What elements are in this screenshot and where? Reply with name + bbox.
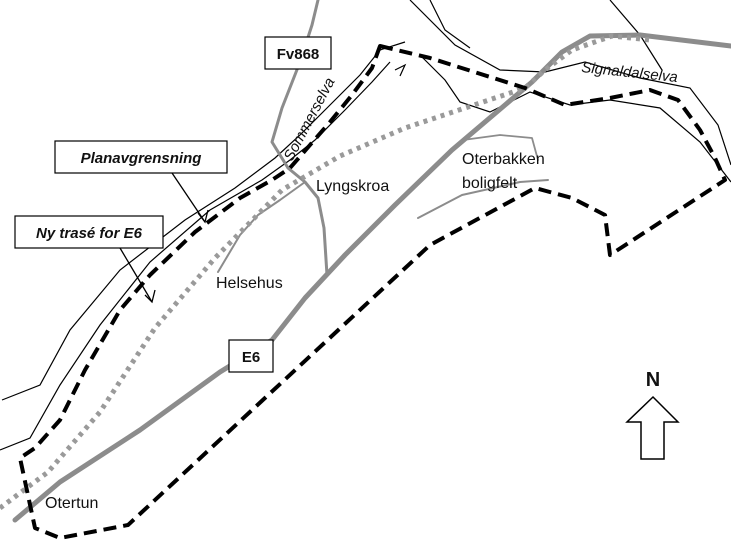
road-helsehus <box>217 181 306 273</box>
leader-ny-trase-arrow <box>144 289 156 304</box>
otertun-label: Otertun <box>45 495 98 512</box>
ny-trase-box <box>14 215 164 249</box>
e6-label: E6 <box>242 349 260 366</box>
river-sommerselva-west <box>1 41 406 401</box>
river-signaldalselva-south <box>419 54 731 183</box>
leader-planavgrensning <box>169 169 206 223</box>
new-e6-route <box>0 33 651 510</box>
terrain-line-2 <box>429 0 471 49</box>
road-oterbakken <box>417 179 549 219</box>
leader-planavgrensning-arrow <box>197 209 209 224</box>
boligfelt-label: boligfelt <box>462 175 518 192</box>
road-oterbakken-2 <box>462 134 539 161</box>
ny-trase-label: Ny trasé for E6 <box>36 225 143 242</box>
e6-box <box>228 339 274 373</box>
lyngskroa-label: Lyngskroa <box>316 178 389 195</box>
label-boxes <box>14 36 332 373</box>
north-label: N <box>646 369 660 391</box>
fv868-box <box>264 36 332 70</box>
north-arrow-icon <box>625 395 680 460</box>
fv868-label: Fv868 <box>277 46 320 63</box>
river-lines <box>0 0 731 451</box>
planavgrensning-label: Planavgrensning <box>81 150 202 167</box>
leader-ny-trase <box>119 247 153 303</box>
river-sommerselva-east <box>0 61 391 451</box>
planavgrensning-box <box>54 140 228 174</box>
oterbakken-label: Oterbakken <box>462 151 545 168</box>
river-signaldalselva-north <box>409 0 731 166</box>
planning-boundary <box>18 44 727 540</box>
terrain-line-1 <box>394 63 407 77</box>
road-e6 <box>12 32 731 523</box>
callout-leaders <box>119 169 209 304</box>
signaldalselva-label: Signaldalselva <box>581 59 679 86</box>
helsehus-label: Helsehus <box>216 275 283 292</box>
